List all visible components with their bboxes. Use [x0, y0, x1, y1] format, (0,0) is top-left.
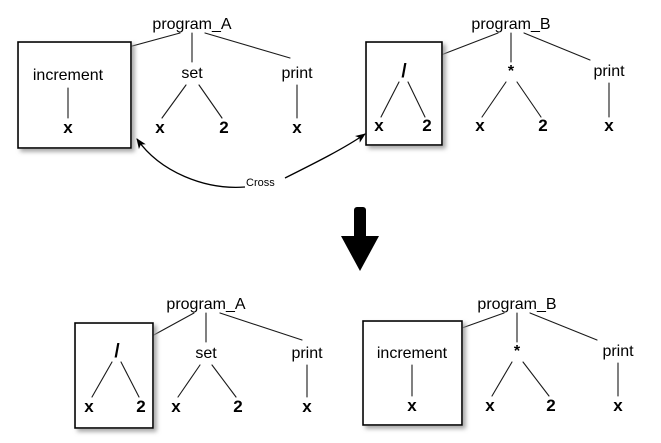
bottom-right-highlight-box[interactable]: increment x — [362, 320, 463, 426]
subtree-box-outline[interactable] — [365, 41, 443, 146]
edge-div-to-x — [380, 81, 400, 118]
edge-br-star-to-x — [491, 361, 513, 397]
top-left-print-child-label: x — [292, 118, 302, 137]
edge-bl-div-to-x — [91, 361, 113, 398]
bottom-left-set-child2-label: 2 — [233, 397, 242, 416]
top-right-root-label: program_B — [471, 16, 550, 33]
cross-arrow-to-right-subtree — [284, 133, 366, 179]
edge-bl-root-to-print — [219, 312, 303, 341]
bottom-right-tree: program_B increment x * x 2 print x — [362, 296, 634, 426]
bottom-right-star-label: * — [514, 343, 521, 360]
bottom-right-increment-label: increment — [377, 345, 448, 362]
edge-bl-set-to-2 — [211, 364, 237, 398]
edge-rootB-to-print — [523, 32, 591, 61]
top-left-increment-label: increment — [33, 67, 104, 84]
top-left-print-label: print — [281, 65, 313, 82]
edge-br-star-to-2 — [522, 361, 550, 397]
bottom-left-highlight-box[interactable]: / x 2 — [74, 322, 154, 429]
top-right-div-child1-label: x — [374, 116, 384, 135]
subtree-box-outline[interactable] — [74, 322, 154, 429]
top-right-div-label: / — [401, 61, 407, 82]
top-left-increment-child-label: x — [63, 118, 73, 137]
top-left-set-child2-label: 2 — [219, 118, 228, 137]
top-right-highlight-box[interactable]: / x 2 — [365, 41, 443, 146]
cross-arrow-to-left-subtree — [136, 138, 246, 188]
top-right-print-child-label: x — [604, 116, 614, 135]
down-arrow-shaft — [354, 207, 366, 240]
edge-div-to-2 — [407, 81, 426, 118]
top-left-root-label: program_A — [152, 16, 231, 33]
bottom-right-print-label: print — [602, 343, 634, 360]
subtree-box-outline[interactable] — [17, 41, 132, 149]
cross-operation-label: Cross — [246, 177, 275, 189]
edge-bl-set-to-x — [177, 364, 201, 398]
top-right-star-child2-label: 2 — [538, 116, 547, 135]
bottom-right-star-child2-label: 2 — [546, 396, 555, 415]
edge-star-to-x — [481, 81, 507, 118]
edge-set-to-2 — [198, 84, 223, 119]
edge-set-to-x — [161, 84, 187, 119]
edge-bl-div-to-2 — [120, 361, 140, 398]
top-right-star-label: * — [508, 63, 515, 80]
top-right-print-label: print — [593, 63, 625, 80]
edge-star-to-2 — [516, 81, 542, 118]
down-arrow-head — [341, 236, 379, 271]
top-right-star-child1-label: x — [475, 116, 485, 135]
bottom-left-set-child1-label: x — [171, 397, 181, 416]
edge-br-root-to-print — [529, 312, 598, 341]
bottom-right-print-child-label: x — [613, 396, 623, 415]
transition-down-arrow — [341, 207, 379, 271]
bottom-left-tree: program_A / x 2 set x 2 print x — [74, 296, 323, 429]
bottom-left-print-child-label: x — [302, 397, 312, 416]
bottom-left-div-label: / — [114, 341, 120, 362]
bottom-right-increment-child-label: x — [407, 396, 417, 415]
top-left-tree: program_A increment x set x 2 print x — [17, 16, 313, 149]
bottom-left-div-child2-label: 2 — [136, 397, 145, 416]
bottom-left-root-label: program_A — [166, 296, 245, 313]
top-left-set-child1-label: x — [155, 118, 165, 137]
bottom-right-star-child1-label: x — [485, 396, 495, 415]
bottom-right-root-label: program_B — [477, 296, 556, 313]
edge-root-to-print — [204, 32, 291, 59]
cross-connector: Cross — [136, 133, 366, 189]
top-right-tree: program_B / x 2 * x 2 print x — [365, 16, 625, 146]
top-left-highlight-box[interactable]: increment x — [17, 41, 132, 149]
bottom-left-div-child1-label: x — [84, 397, 94, 416]
top-left-set-label: set — [181, 65, 203, 82]
bottom-left-print-label: print — [291, 345, 323, 362]
bottom-left-set-label: set — [195, 345, 217, 362]
top-right-div-child2-label: 2 — [422, 116, 431, 135]
